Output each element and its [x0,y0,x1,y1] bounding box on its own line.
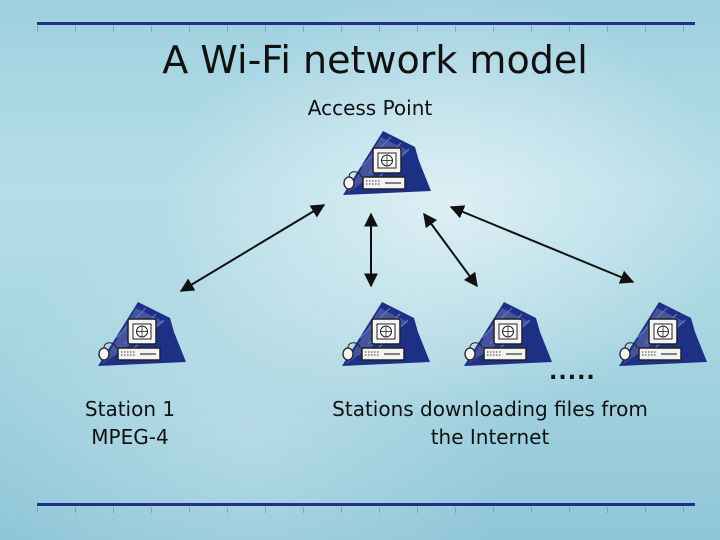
access-point-station [342,130,432,196]
computer-terminal-icon [97,301,187,367]
more-stations-ellipsis: ..... [549,360,596,385]
top-rule [37,22,695,32]
downloading-station-1 [341,301,431,367]
computer-terminal-icon [463,301,553,367]
bottom-rule [37,503,695,513]
computer-terminal-icon [341,301,431,367]
downloading-station-3 [618,301,708,367]
downloading-stations-label: Stations downloading files from the Inte… [300,395,680,451]
link-ap-downloader-3 [449,205,635,284]
slide-title: A Wi-Fi network model [162,38,588,82]
downloading-station-2 [463,301,553,367]
link-ap-downloader-2 [423,212,478,288]
downloading-stations-line-1: Stations downloading files from [332,397,648,421]
bottom-rule-line [37,503,695,506]
computer-terminal-icon [618,301,708,367]
downloading-stations-line-2: the Internet [430,425,550,449]
station-1 [97,301,187,367]
access-point-label: Access Point [307,96,433,120]
top-rule-ticks [37,26,695,32]
station-1-codec: MPEG-4 [91,425,169,449]
station-1-name: Station 1 [84,397,176,421]
station-1-label: Station 1 MPEG-4 [40,395,220,451]
link-ap-station-1 [179,204,326,292]
top-rule-line [37,22,695,25]
bottom-rule-ticks [37,507,695,513]
computer-terminal-icon [342,130,432,196]
